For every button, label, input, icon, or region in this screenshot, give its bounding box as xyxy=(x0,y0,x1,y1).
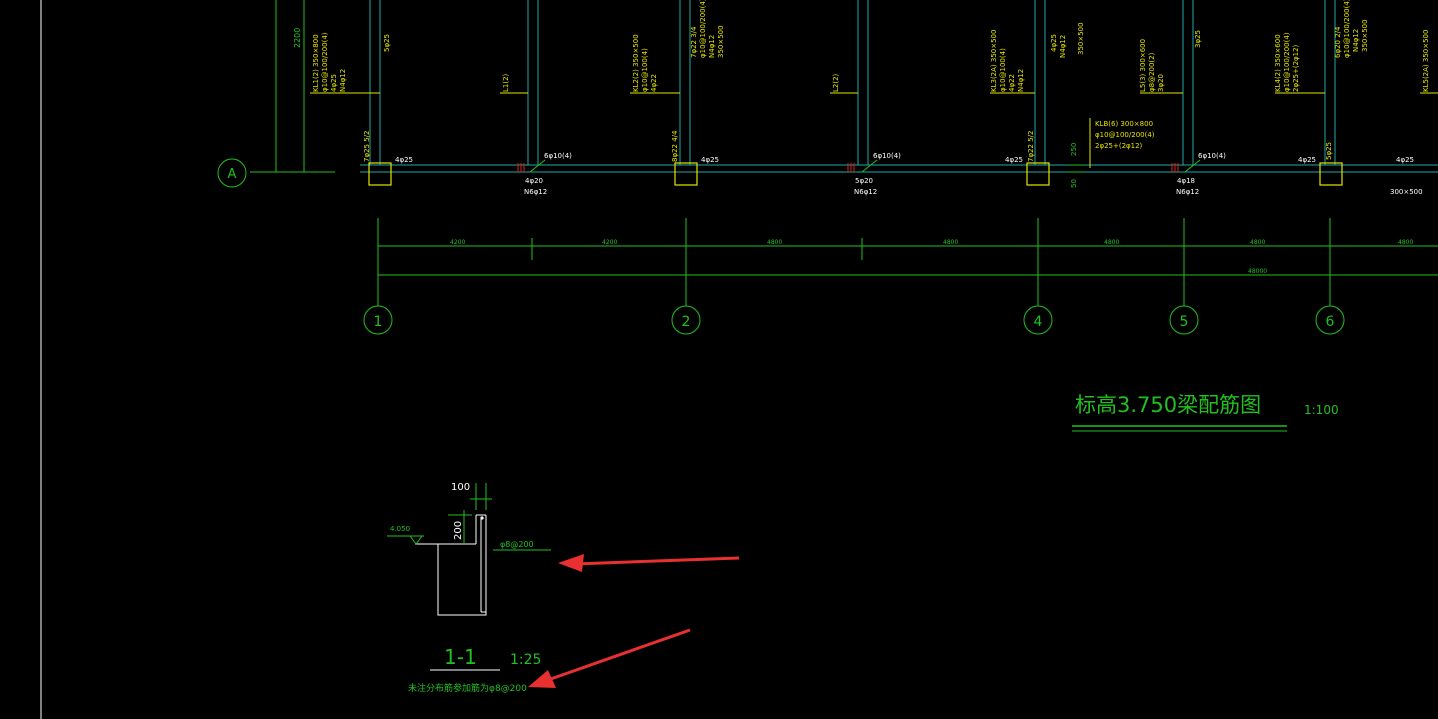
drawing-title-block: 标高3.750梁配筋图 1:100 xyxy=(1072,393,1339,432)
column-4 xyxy=(1026,162,1050,186)
vert-6phi20-d: 350×500 xyxy=(1361,19,1369,52)
axis-bubble-a xyxy=(217,158,247,188)
beam-top-label: 6φ10(4) xyxy=(1198,152,1226,160)
section-1-1: 4.050 100 200 φ8@200 1-1 1:25 未注分布筋参加筋为φ… xyxy=(387,482,551,694)
dim-total: 48000 xyxy=(1248,268,1267,275)
klb-line2: φ10@100/200(4) xyxy=(1095,131,1155,139)
beam-top-label: 6φ10(4) xyxy=(544,152,572,160)
beam-kl5-label: KL5(2A) 350×500 xyxy=(1422,30,1430,92)
beam-kl1-label: KL1(2) 350×800 xyxy=(312,34,320,92)
beam-top-label: 4φ25 xyxy=(1298,156,1316,164)
vert-6phi20-c: N4φ12 xyxy=(1352,29,1360,52)
beam-bot2-label: N6φ12 xyxy=(524,188,547,196)
side-7phi22: 7φ22 5/2 xyxy=(1027,131,1035,162)
side-7phi25: 7φ25 5/2 xyxy=(363,131,371,162)
beam-l1-label: L1(2) xyxy=(502,73,510,92)
drawing-scale: 1:100 xyxy=(1304,403,1339,417)
beam-kl2-stirrup: φ10@100(4) xyxy=(641,48,649,92)
axis-bubble-6 xyxy=(1315,305,1345,335)
beam-plan: 2200 A 250 50 KL1(2) 350×800 φ10@100/200… xyxy=(217,0,1438,196)
beam-kl1-side: N4φ12 xyxy=(339,69,347,92)
axis-label-a: A xyxy=(228,167,237,182)
beam-bot-label: 4φ18 xyxy=(1177,177,1195,185)
beam-bot2-label: N6φ12 xyxy=(854,188,877,196)
red-arrow-lower xyxy=(528,628,691,688)
beam-kl4-label: KL4(2) 350×600 xyxy=(1274,34,1282,92)
axis-label-1: 1 xyxy=(374,314,383,330)
vert-n4: N4φ12 xyxy=(708,35,716,58)
beam-kl3-top: 4φ22 xyxy=(1008,74,1016,92)
axis-label-6: 6 xyxy=(1326,314,1335,330)
axis-bubbles: 1 2 4 5 6 xyxy=(363,305,1345,335)
vert-350x500: 350×500 xyxy=(717,25,725,58)
section-note: 未注分布筋参加筋为φ8@200 xyxy=(408,682,527,694)
vert-3phi25: 3φ25 xyxy=(1194,30,1202,48)
section-elevation: 4.050 xyxy=(390,525,410,533)
dim-span-5: 4800 xyxy=(1104,239,1119,246)
beam-l5-stirrup: φ8@200(2) xyxy=(1148,52,1156,92)
beam-bot2-label: N6φ12 xyxy=(1176,188,1199,196)
beam-l2-label: L2(2) xyxy=(832,73,840,92)
vert-5phi25: 5φ25 xyxy=(383,34,391,52)
beam-l5-top: 3φ20 xyxy=(1157,74,1165,92)
dim-offset-top: 250 xyxy=(1070,143,1078,156)
beam-kl1-top: 4φ25 xyxy=(330,74,338,92)
vert-4phi25: 4φ25 xyxy=(1050,34,1058,52)
section-dim-top: 100 xyxy=(451,482,470,493)
section-scale: 1:25 xyxy=(510,652,541,668)
beam-top-label: 6φ10(4) xyxy=(873,152,901,160)
beam-kl3-label: KL3(2A) 350×500 xyxy=(990,30,998,92)
vert-350x500b: 350×500 xyxy=(1077,22,1085,55)
red-arrow-upper xyxy=(558,554,740,572)
beam-l5-label: L5(3) 300×600 xyxy=(1139,39,1147,92)
beam-top-label: 4φ25 xyxy=(1396,156,1414,164)
axis-label-5: 5 xyxy=(1180,314,1189,330)
beam-kl4-stirrup: φ10@100/200(4) xyxy=(1283,32,1291,92)
beam-kl3-stirrup: φ10@100(4) xyxy=(999,48,1007,92)
axis-bubble-2 xyxy=(671,305,701,335)
beam-kl1-stirrup: φ10@100/200(4) xyxy=(321,32,329,92)
axis-bubble-4 xyxy=(1023,305,1053,335)
vert-7phi22: 7φ22 3/4 xyxy=(690,26,698,58)
beam-top-label: 4φ25 xyxy=(395,156,413,164)
beam-kl2-label: KL2(2) 350×500 xyxy=(632,34,640,92)
column-1 xyxy=(368,162,392,186)
axis-label-2: 2 xyxy=(682,314,691,330)
dim-span-7: 4800 xyxy=(1398,239,1413,246)
dim-span-6: 4800 xyxy=(1250,239,1265,246)
dim-span-3: 4800 xyxy=(767,239,782,246)
vert-6phi20-b: φ10@100/200(4) xyxy=(1343,0,1351,58)
side-5phi25: 5φ25 xyxy=(1325,142,1333,160)
drawing-title: 标高3.750梁配筋图 xyxy=(1075,393,1261,417)
beam-bot-label: 300×500 xyxy=(1390,188,1423,196)
section-rebar-label: φ8@200 xyxy=(500,540,534,549)
axis-bubble-5 xyxy=(1169,305,1199,335)
column-2 xyxy=(674,162,698,186)
dimension-chain xyxy=(377,218,1438,306)
column-6 xyxy=(1319,162,1343,186)
vert-6phi20: 6φ20 2/4 xyxy=(1334,26,1342,58)
beam-top-label: 4φ25 xyxy=(701,156,719,164)
dim-span-2: 4200 xyxy=(602,239,617,246)
beam-kl4-top: 2φ25+(2φ12) xyxy=(1292,44,1300,92)
beam-bot-label: 5φ20 xyxy=(855,177,873,185)
klb-line3: 2φ25+(2φ12) xyxy=(1095,142,1143,150)
klb-line1: KLB(6) 300×800 xyxy=(1095,120,1153,128)
beam-bot-label: 4φ20 xyxy=(525,177,543,185)
dim-offset-bottom: 50 xyxy=(1070,179,1078,188)
beam-top-label: 4φ25 xyxy=(1005,156,1023,164)
dim-span-1: 4200 xyxy=(450,239,465,246)
beam-kl3-side: N4φ12 xyxy=(1017,69,1025,92)
vert-n4phi12b: N4φ12 xyxy=(1059,35,1067,58)
axis-label-4: 4 xyxy=(1034,314,1043,330)
vert-7phi22-b: φ10@100/200(4) xyxy=(699,0,707,58)
section-name: 1-1 xyxy=(444,645,477,669)
beam-kl2-top: 4φ22 xyxy=(650,74,658,92)
dim-span-4: 4800 xyxy=(943,239,958,246)
axis-bubble-1 xyxy=(363,305,393,335)
side-8phi22: 8φ22 4/4 xyxy=(671,130,679,162)
dim-left-vertical: 2200 xyxy=(293,28,302,48)
section-dim-side: 200 xyxy=(453,521,464,540)
